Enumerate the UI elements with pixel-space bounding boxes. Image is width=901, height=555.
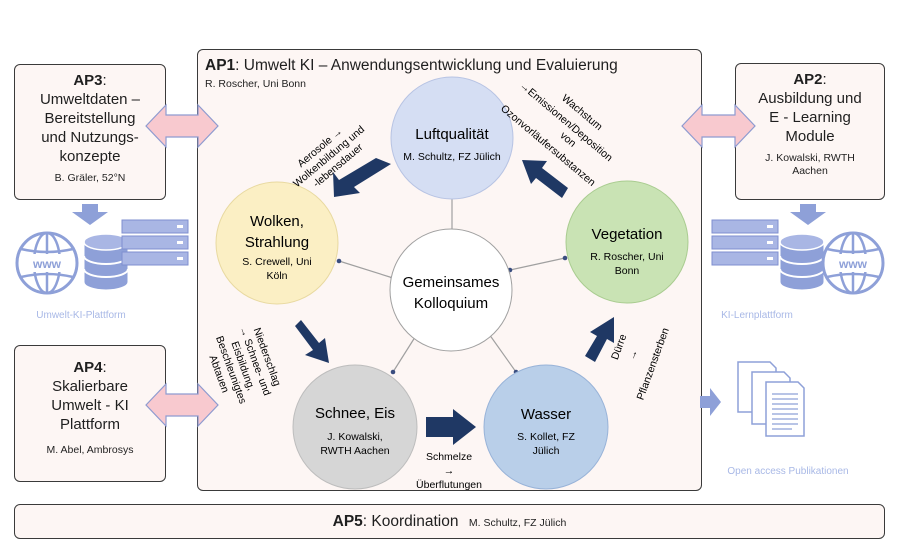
flow-arrows (295, 158, 614, 445)
www-left: www (32, 257, 62, 271)
server-icon (711, 219, 779, 266)
server-icon (121, 219, 189, 266)
veg-title: Vegetation (592, 226, 663, 243)
ap4-author: M. Abel, Ambrosys (46, 444, 134, 456)
edge-schmelze-2: → (444, 465, 455, 477)
ap1-title: AP1: Umwelt KI – Anwendungsentwicklung u… (205, 57, 618, 74)
wolken-title-1: Wolken, (250, 213, 304, 230)
double-arrows (145, 103, 756, 428)
node-vegetation (565, 180, 689, 304)
wolken-author-2: Köln (266, 270, 287, 282)
right-platform-label: KI-Lernplattform (721, 310, 793, 321)
wasser-author-1: S. Kollet, FZ (517, 431, 575, 443)
edge-duerre-2: → (626, 348, 641, 362)
double-arrow-ap2 (681, 103, 756, 149)
down-arrows (72, 204, 826, 416)
ap5-bar: AP5: Koordination M. Schultz, FZ Jülich (14, 504, 885, 539)
ap3-author: B. Gräler, 52°N (54, 172, 126, 184)
ap3-box: AP3: Umweltdaten – Bereitstellung und Nu… (14, 64, 166, 200)
ap5-title: AP5: Koordination (332, 513, 459, 530)
ap1-author: R. Roscher, Uni Bonn (205, 78, 306, 90)
schnee-author-2: RWTH Aachen (320, 445, 389, 457)
luft-author: M. Schultz, FZ Jülich (403, 151, 501, 163)
arrow-wasser-to-veg (585, 317, 614, 362)
database-icon (83, 233, 129, 291)
down-arrow-ap3 (72, 204, 108, 225)
node-wolken-strahlung (215, 181, 339, 305)
down-arrow-ap2 (790, 204, 826, 225)
wolken-title-2: Strahlung (245, 234, 309, 251)
veg-author-2: Bonn (615, 265, 640, 277)
node-schnee-eis (292, 364, 418, 490)
wasser-title: Wasser (521, 406, 571, 423)
ap4-box: AP4: Skalierbare Umwelt - KI Plattform M… (14, 345, 166, 482)
luft-title: Luftqualität (415, 126, 489, 143)
left-platform-icons: www (15, 219, 189, 295)
www-right: www (838, 257, 868, 271)
double-arrow-ap4 (145, 382, 219, 428)
node-luftqualitaet (390, 76, 514, 200)
node-kolloquium (389, 228, 513, 352)
database-icon (779, 233, 825, 291)
kolloquium-title-2: Kolloquium (414, 295, 488, 312)
ap2-box: AP2: Ausbildung und E - Learning Module … (735, 63, 885, 200)
connector-lines (338, 196, 566, 373)
ap4-title: AP4: Skalierbare Umwelt - KI Plattform (51, 359, 129, 433)
pubs-label: Open access Publikationen (727, 466, 848, 477)
kolloquium-title-1: Gemeinsames (403, 274, 500, 291)
right-arrow-pubs (700, 388, 721, 416)
documents-icon (737, 361, 805, 437)
ap2-author: J. Kowalski, RWTH Aachen (765, 152, 855, 177)
double-arrow-ap3 (145, 103, 219, 149)
arrow-wolken-to-schnee (295, 320, 329, 363)
arrow-schnee-to-wasser (426, 409, 476, 445)
left-platform-label: Umwelt-KI-Plattform (36, 310, 125, 321)
right-platform-icons: www (711, 219, 885, 295)
ap3-title: AP3: Umweltdaten – Bereitstellung und Nu… (39, 72, 141, 165)
edge-duerre-3: Pflanzensterben (635, 326, 672, 402)
node-wasser (483, 364, 609, 490)
arrow-luft-to-wolken (333, 158, 391, 197)
wasser-author-2: Jülich (533, 445, 560, 457)
wolken-author-1: S. Crewell, Uni (242, 256, 311, 268)
edge-schmelze-1: Schmelze (426, 451, 472, 463)
schnee-author-1: J. Kowalski, (327, 431, 382, 443)
ap2-title: AP2: Ausbildung und E - Learning Module (758, 71, 862, 145)
schnee-title: Schnee, Eis (315, 405, 395, 422)
veg-author-1: R. Roscher, Uni (590, 251, 664, 263)
edge-schmelze-3: Überflutungen (416, 479, 482, 491)
arrow-veg-to-luft (522, 160, 568, 198)
ap5-author: M. Schultz, FZ Jülich (468, 517, 567, 529)
